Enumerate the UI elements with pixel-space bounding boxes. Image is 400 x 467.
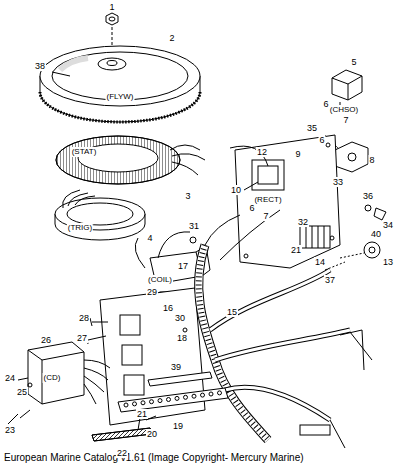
callout-number: 29 xyxy=(146,287,158,297)
caption: European Marine Catalog v1.61 (Image Cop… xyxy=(4,452,304,464)
callout-number: 6 xyxy=(248,203,255,213)
callout-number: 3 xyxy=(184,191,191,201)
callout-number: 39 xyxy=(170,362,182,372)
callout-number: 27 xyxy=(76,333,88,343)
callout-number: 5 xyxy=(350,57,357,67)
part-label: (RECT) xyxy=(253,195,282,205)
callout-number: 6 xyxy=(318,135,325,145)
terminal-stud xyxy=(218,391,222,395)
terminal-stud xyxy=(141,401,145,405)
callout-number: 21 xyxy=(136,409,148,419)
terminal-stud xyxy=(209,392,213,396)
callout-number: 19 xyxy=(172,421,184,431)
callout-number: 30 xyxy=(174,313,186,323)
terminal-stud xyxy=(184,395,188,399)
terminal-stud xyxy=(192,394,196,398)
part-label: (STAT) xyxy=(71,147,98,157)
callout-number: 37 xyxy=(324,275,336,285)
callout-number: 24 xyxy=(4,373,16,383)
callout-number: 1 xyxy=(108,2,115,12)
part-label: (TRIG) xyxy=(67,223,93,233)
part-label: (CD) xyxy=(43,373,62,383)
callout-number: 21 xyxy=(290,245,302,255)
callout-number: 16 xyxy=(162,303,174,313)
terminal-stud xyxy=(201,393,205,397)
part-label: (FLYW) xyxy=(106,92,135,102)
callout-number: 10 xyxy=(230,185,242,195)
callout-number: 7 xyxy=(342,115,349,125)
terminal-stud xyxy=(167,398,171,402)
callout-number: 14 xyxy=(314,257,326,267)
callout-number: 25 xyxy=(16,387,28,397)
terminal-stud xyxy=(133,402,137,406)
callout-number: 38 xyxy=(34,61,46,71)
callout-number: 28 xyxy=(78,313,90,323)
callout-number: 18 xyxy=(176,333,188,343)
callout-number: 17 xyxy=(177,261,189,271)
callout-number: 4 xyxy=(146,233,153,243)
callout-number: 13 xyxy=(382,257,394,267)
terminal-stud xyxy=(175,396,179,400)
terminal-stud xyxy=(150,400,154,404)
callout-number: 32 xyxy=(297,217,309,227)
callout-number: 8 xyxy=(368,155,375,165)
callout-number: 2 xyxy=(168,33,175,43)
callout-number: 40 xyxy=(370,229,382,239)
part-label: (COIL) xyxy=(147,275,173,285)
callout-number: 9 xyxy=(294,149,301,159)
terminal-stud xyxy=(158,399,162,403)
callout-number: 36 xyxy=(362,191,374,201)
callout-number: 6 xyxy=(322,99,329,109)
callout-number: 15 xyxy=(226,307,238,317)
callout-number: 12 xyxy=(256,147,268,157)
callout-number: 33 xyxy=(332,177,344,187)
callout-number: 31 xyxy=(188,221,200,231)
callout-number: 7 xyxy=(262,211,269,221)
terminal-stud xyxy=(124,403,128,407)
callout-number: 23 xyxy=(4,425,16,435)
callout-number: 34 xyxy=(382,220,394,230)
callout-number: 22 xyxy=(116,448,128,458)
callout-number: 35 xyxy=(306,123,318,133)
callout-number: 26 xyxy=(40,335,52,345)
part-label: (CHSO) xyxy=(329,105,359,115)
callout-number: 20 xyxy=(146,429,158,439)
